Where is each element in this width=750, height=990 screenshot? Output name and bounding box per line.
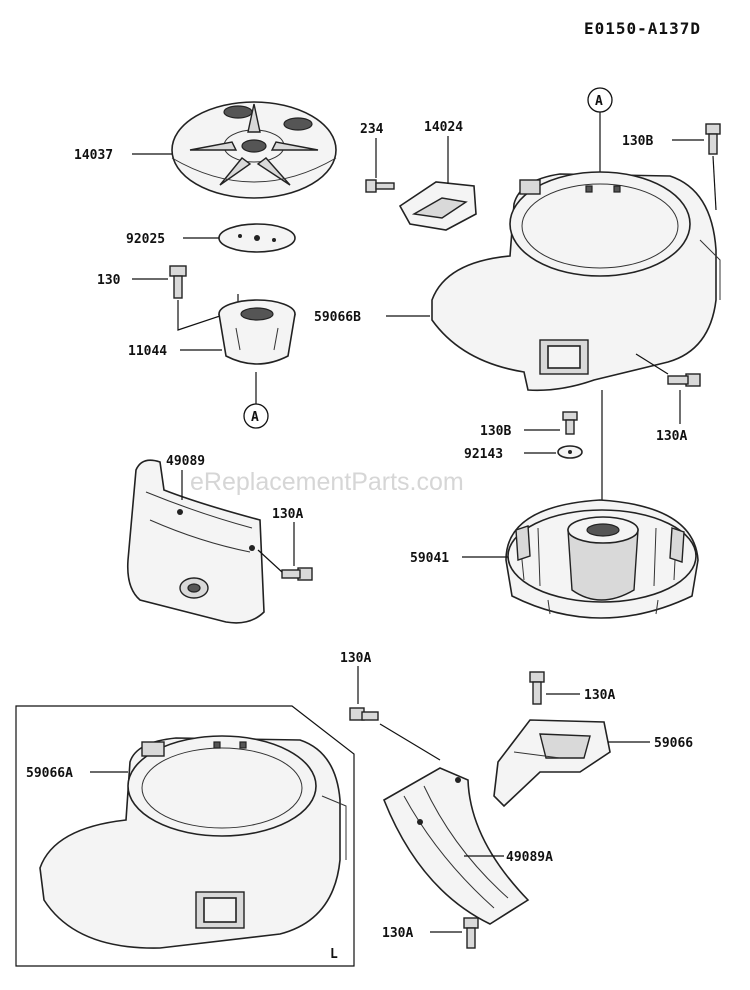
blower-housing-59066b-part[interactable] — [431, 171, 721, 392]
diagram-code: E0150-A137D — [584, 19, 701, 38]
callout-130b-top: 130B — [622, 134, 653, 149]
reference-mark-left — [243, 403, 269, 429]
recoil-starter-part[interactable] — [171, 101, 337, 199]
bolt-130b-mid-part[interactable] — [562, 411, 578, 435]
baffle-49089a-part[interactable] — [382, 767, 530, 925]
watermark-logo: eReplacementParts.com — [190, 468, 464, 496]
bolt-130a-shroud-part[interactable] — [281, 567, 313, 581]
callout-14037: 14037 — [74, 148, 113, 163]
callout-49089a: 49089A — [506, 850, 553, 865]
callout-49089: 49089 — [166, 454, 205, 469]
plate-part[interactable] — [218, 223, 296, 253]
inset-mark: L — [330, 947, 338, 962]
reference-mark-top-label: A — [595, 94, 603, 109]
screw-234-part[interactable] — [365, 179, 395, 193]
callout-59041: 59041 — [410, 551, 449, 566]
callout-59066a: 59066A — [26, 766, 73, 781]
pulley-part[interactable] — [218, 299, 296, 365]
bolt-130a-right-part[interactable] — [667, 373, 701, 387]
callout-130b-mid: 130B — [480, 424, 511, 439]
callout-14024: 14024 — [424, 120, 463, 135]
bolt-130-part[interactable] — [169, 265, 187, 299]
callout-130: 130 — [97, 273, 121, 288]
shroud-49089-part[interactable] — [126, 459, 265, 624]
bolt-130a-cover-part[interactable] — [529, 671, 545, 705]
callout-130a-shroud: 130A — [272, 507, 303, 522]
callout-59066b: 59066B — [314, 310, 361, 325]
callout-92025: 92025 — [126, 232, 165, 247]
callout-234: 234 — [360, 122, 384, 137]
blower-housing-59066a-part[interactable] — [39, 735, 347, 949]
callout-130a-right: 130A — [656, 429, 687, 444]
bolt-130a-mid-part[interactable] — [349, 707, 379, 721]
callout-130a-bottom: 130A — [382, 926, 413, 941]
inset-frame — [15, 705, 355, 967]
callout-92143: 92143 — [464, 447, 503, 462]
bolt-130b-top-part[interactable] — [705, 123, 721, 155]
bolt-130a-bottom-part[interactable] — [463, 917, 479, 949]
callout-130a-cover: 130A — [584, 688, 615, 703]
reference-mark-left-label: A — [251, 410, 259, 425]
cover-59066-part[interactable] — [493, 719, 611, 808]
bracket-14024-part[interactable] — [398, 181, 477, 231]
callout-130a-mid: 130A — [340, 651, 371, 666]
callout-11044: 11044 — [128, 344, 167, 359]
flywheel-59041-part[interactable] — [505, 499, 699, 619]
callout-59066: 59066 — [654, 736, 693, 751]
